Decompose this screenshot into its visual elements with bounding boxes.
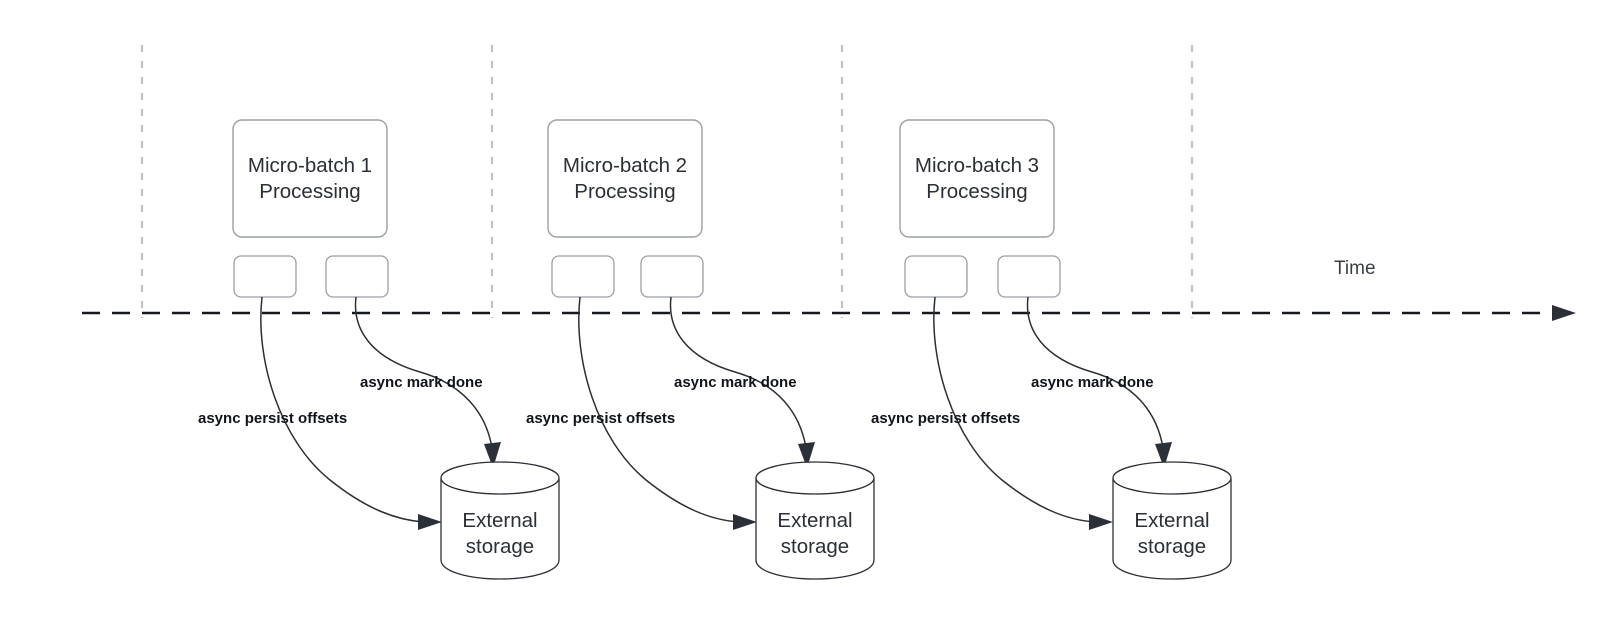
mark-done-curve-3 <box>1026 296 1164 449</box>
micro-batch-box-3[interactable]: Micro-batch 3 Processing <box>899 119 1055 238</box>
external-storage-1-body <box>440 478 560 580</box>
persist-offsets-label-1: async persist offsets <box>198 410 347 427</box>
micro-batch-box-1-line1: Micro-batch 1 <box>248 154 372 177</box>
micro-batch-box-3-shape <box>899 119 1055 238</box>
external-storage-1-line2: storage <box>466 535 534 558</box>
external-storage-2[interactable]: External storage <box>755 461 875 580</box>
time-axis-arrowhead <box>1552 305 1576 321</box>
persist-offsets-label-3: async persist offsets <box>871 410 1020 427</box>
mark-done-label-3: async mark done <box>1031 374 1154 391</box>
external-storage-2-top <box>755 461 875 495</box>
persist-offsets-label-2: async persist offsets <box>526 410 675 427</box>
timeline-tick-group <box>140 45 1194 318</box>
external-storage-3[interactable]: External storage <box>1112 461 1232 580</box>
mark-done-arrowhead-2 <box>798 442 815 468</box>
micro-batch-box-3-line1: Micro-batch 3 <box>915 154 1039 177</box>
mark-done-label-1: async mark done <box>360 374 483 391</box>
task-box-2a[interactable] <box>551 255 615 298</box>
task-box-1a[interactable] <box>233 255 297 298</box>
mark-done-label-2: async mark done <box>674 374 797 391</box>
persist-offsets-arrowhead-2 <box>733 514 757 530</box>
micro-batch-box-2-shape <box>547 119 703 238</box>
micro-batch-box-1-shape <box>232 119 388 238</box>
persist-offsets-curve-2 <box>578 296 740 523</box>
persist-offsets-curve-1 <box>260 296 425 523</box>
external-storage-3-line1: External <box>1134 509 1209 532</box>
task-box-1b[interactable] <box>325 255 389 298</box>
external-storage-1-line1: External <box>462 509 537 532</box>
micro-batch-box-3-line2: Processing <box>926 180 1027 203</box>
micro-batch-box-1[interactable]: Micro-batch 1 Processing <box>232 119 388 238</box>
external-storage-3-top <box>1112 461 1232 495</box>
external-storage-2-body <box>755 478 875 580</box>
persist-offsets-curve-3 <box>933 296 1096 523</box>
mark-done-curve-1 <box>354 296 493 449</box>
micro-batch-box-1-line2: Processing <box>259 180 360 203</box>
external-storage-2-line2: storage <box>781 535 849 558</box>
group-3: Micro-batch 3 Processing async persist o… <box>871 119 1232 580</box>
mark-done-arrowhead-3 <box>1155 442 1172 468</box>
persist-offsets-arrowhead-1 <box>418 514 442 530</box>
external-storage-3-body <box>1112 478 1232 580</box>
external-storage-1-top <box>440 461 560 495</box>
external-storage-1[interactable]: External storage <box>440 461 560 580</box>
time-axis: Time <box>82 258 1576 321</box>
micro-batch-box-2-line2: Processing <box>574 180 675 203</box>
time-axis-label: Time <box>1334 258 1376 279</box>
mark-done-curve-2 <box>669 296 807 449</box>
task-box-2b[interactable] <box>640 255 704 298</box>
task-box-3a[interactable] <box>904 255 968 298</box>
micro-batch-box-2[interactable]: Micro-batch 2 Processing <box>547 119 703 238</box>
persist-offsets-arrowhead-3 <box>1089 514 1113 530</box>
group-2: Micro-batch 2 Processing async persist o… <box>526 119 875 580</box>
mark-done-arrowhead-1 <box>484 442 501 468</box>
group-1: Micro-batch 1 Processing async persist o… <box>198 119 560 580</box>
external-storage-3-line2: storage <box>1138 535 1206 558</box>
task-box-3b[interactable] <box>997 255 1061 298</box>
micro-batch-box-2-line1: Micro-batch 2 <box>563 154 687 177</box>
external-storage-2-line1: External <box>777 509 852 532</box>
